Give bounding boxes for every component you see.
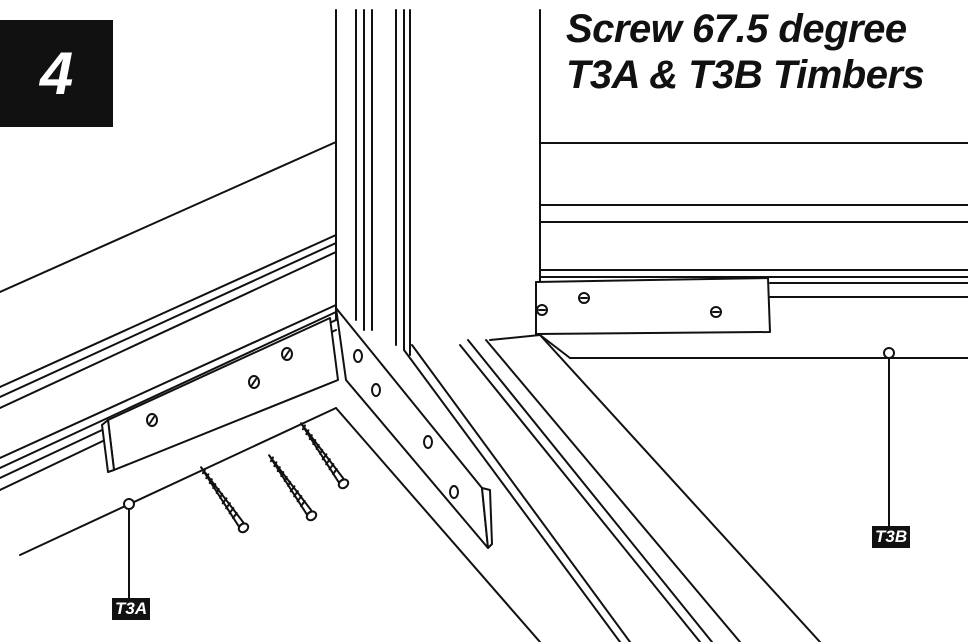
screw xyxy=(268,454,318,522)
post-base-lines xyxy=(335,334,821,642)
screw xyxy=(300,422,350,490)
post-bracket xyxy=(335,307,493,549)
corner-post xyxy=(335,9,411,356)
t3a-callout-leader xyxy=(123,498,135,599)
t3b-bracket xyxy=(535,277,771,335)
screws xyxy=(200,422,350,534)
t3b-callout-leader xyxy=(883,347,895,527)
label-t3a: T3A xyxy=(112,598,151,620)
t3b-timber xyxy=(489,9,968,359)
step-number: 4 xyxy=(39,39,74,107)
t3a-timber xyxy=(0,141,337,556)
step-badge: 4 xyxy=(0,20,113,127)
t3a-bracket xyxy=(101,317,339,473)
step-title-line-2: T3A & T3B Timbers xyxy=(566,53,925,97)
step-title-line-1: Screw 67.5 degree xyxy=(566,7,907,51)
screw xyxy=(200,466,250,534)
label-t3b: T3B xyxy=(872,526,911,548)
step-title: Screw 67.5 degree T3A & T3B Timbers xyxy=(566,6,968,98)
